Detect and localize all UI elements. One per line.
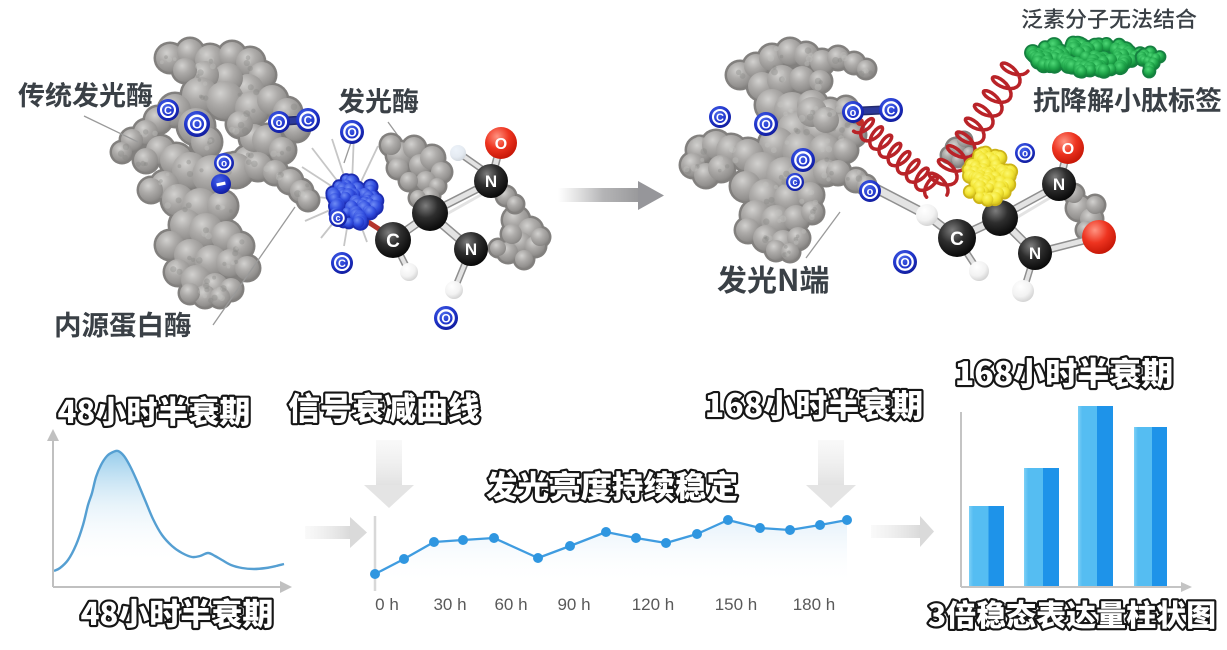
svg-text:180 h: 180 h [793, 595, 836, 614]
svg-text:O: O [900, 255, 909, 269]
svg-text:N: N [485, 172, 497, 191]
svg-text:o: o [276, 117, 283, 129]
svg-text:C: C [338, 258, 346, 270]
svg-text:o: o [221, 159, 227, 170]
svg-text:O: O [347, 125, 356, 139]
svg-text:150 h: 150 h [715, 595, 758, 614]
svg-text:C: C [164, 105, 172, 117]
svg-text:60 h: 60 h [494, 595, 527, 614]
svg-text:N: N [465, 240, 477, 259]
svg-text:O: O [441, 311, 450, 325]
svg-text:C: C [950, 229, 964, 250]
svg-text:c: c [335, 213, 340, 223]
svg-text:o: o [1022, 149, 1028, 160]
svg-text:C: C [386, 231, 400, 252]
svg-text:N: N [1053, 175, 1065, 194]
svg-text:O: O [1062, 141, 1074, 158]
svg-text:o: o [850, 107, 857, 119]
svg-text:O: O [761, 117, 770, 131]
svg-text:30 h: 30 h [433, 595, 466, 614]
svg-text:O: O [798, 153, 807, 167]
svg-text:0 h: 0 h [375, 595, 399, 614]
svg-text:120 h: 120 h [632, 595, 675, 614]
svg-text:o: o [867, 186, 874, 198]
svg-text:c: c [792, 177, 797, 187]
svg-text:C: C [304, 113, 313, 127]
svg-text:N: N [1029, 244, 1041, 263]
svg-text:C: C [887, 103, 896, 117]
svg-text:C: C [716, 112, 724, 124]
svg-text:90 h: 90 h [557, 595, 590, 614]
svg-text:O: O [192, 117, 202, 132]
svg-text:O: O [495, 136, 507, 153]
